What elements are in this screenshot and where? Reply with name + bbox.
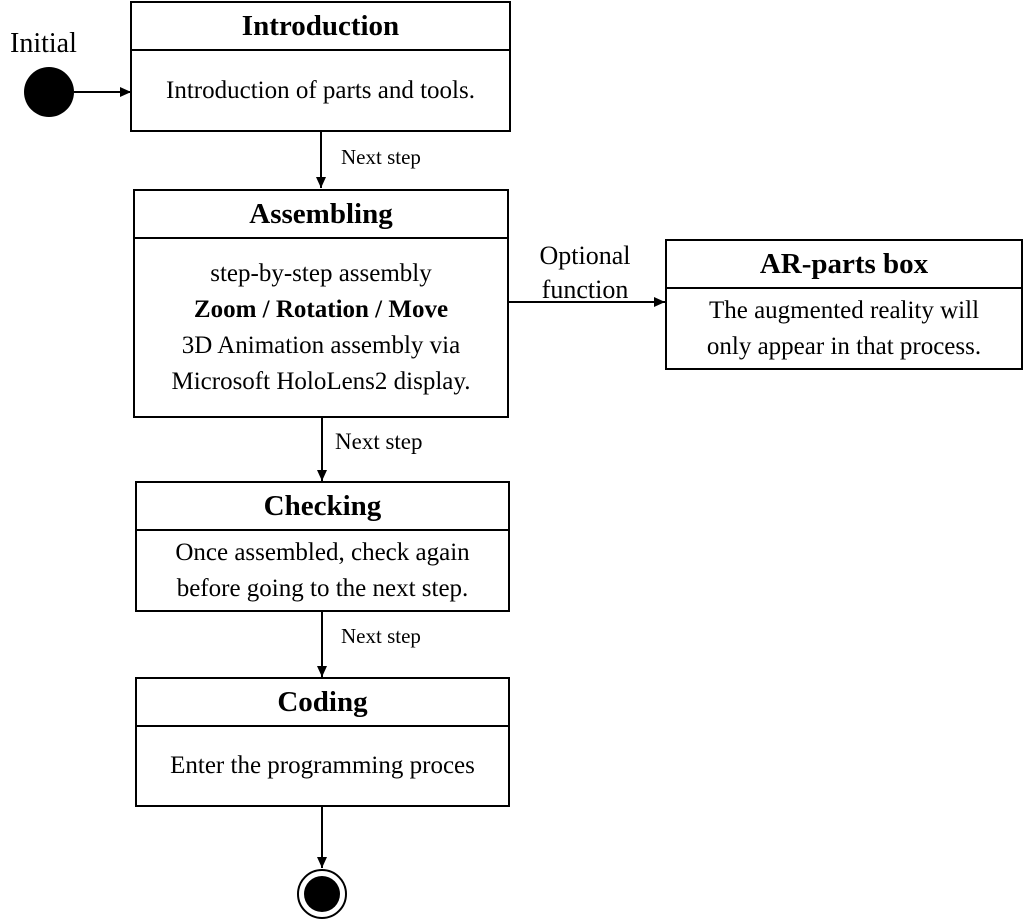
transition-label-optional: Optional function xyxy=(518,239,652,307)
state-checking-line: Once assembled, check again xyxy=(175,538,470,566)
state-coding-title: Coding xyxy=(137,679,508,727)
state-introduction: Introduction Introduction of parts and t… xyxy=(130,1,511,132)
state-coding-line: Enter the programming proces xyxy=(170,752,475,779)
transition-label-checking-coding: Next step xyxy=(341,624,421,648)
state-assembling: Assembling step-by-step assembly Zoom / … xyxy=(133,189,509,418)
transition-label-assembling-checking: Next step xyxy=(335,429,423,454)
state-assembling-line: 3D Animation assembly via xyxy=(181,331,461,359)
state-assembling-line: Microsoft HoloLens2 display. xyxy=(171,367,471,395)
state-checking-body: Once assembled, check again before going… xyxy=(137,531,508,610)
transition-label-optional-line: Optional xyxy=(539,241,631,270)
initial-node xyxy=(24,67,74,117)
state-ar-parts-box-line: only appear in that process. xyxy=(706,332,982,360)
state-checking: Checking Once assembled, check again bef… xyxy=(135,481,510,612)
state-ar-parts-box-line: The augmented reality will xyxy=(708,296,980,324)
state-assembling-body: step-by-step assembly Zoom / Rotation / … xyxy=(135,239,507,416)
final-node-core xyxy=(304,876,340,912)
state-coding-body: Enter the programming proces xyxy=(137,727,508,805)
state-assembling-line: Zoom / Rotation / Move xyxy=(193,295,449,323)
transition-label-optional-line: function xyxy=(541,275,629,304)
state-checking-line: before going to the next step. xyxy=(176,574,469,602)
state-introduction-body: Introduction of parts and tools. xyxy=(132,51,509,130)
state-assembling-title: Assembling xyxy=(135,191,507,239)
state-coding: Coding Enter the programming proces xyxy=(135,677,510,807)
initial-label: Initial xyxy=(10,28,77,59)
state-checking-title: Checking xyxy=(137,483,508,531)
state-introduction-line: Introduction of parts and tools. xyxy=(166,76,475,104)
transition-label-intro-assembling: Next step xyxy=(341,145,421,169)
state-assembling-line: step-by-step assembly xyxy=(210,259,432,287)
state-ar-parts-box-body: The augmented reality will only appear i… xyxy=(667,289,1021,368)
state-introduction-title: Introduction xyxy=(132,3,509,51)
state-ar-parts-box-title: AR-parts box xyxy=(667,241,1021,289)
state-ar-parts-box: AR-parts box The augmented reality will … xyxy=(665,239,1023,370)
